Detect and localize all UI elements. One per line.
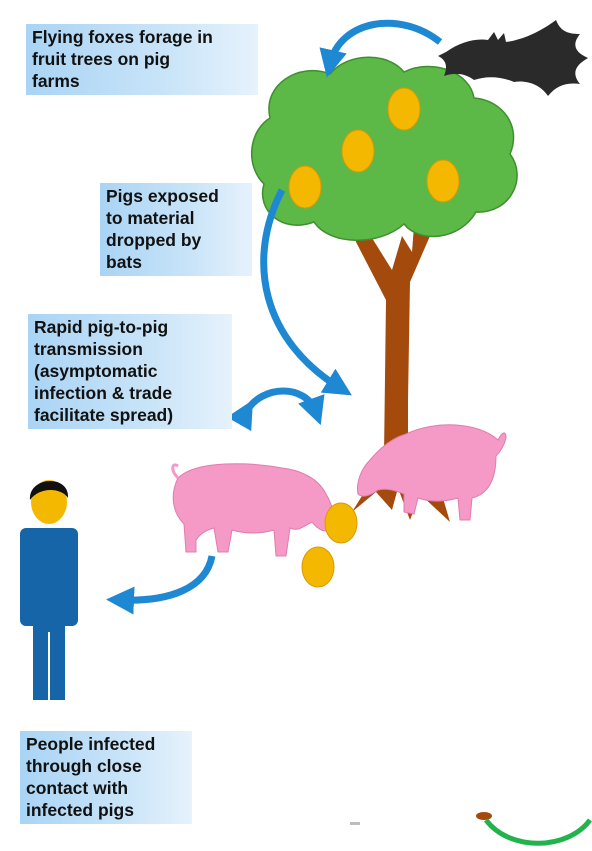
label-line: (asymptomatic — [34, 360, 226, 382]
person-icon — [20, 480, 78, 700]
ground-mark — [350, 822, 360, 825]
label-pig-to-pig-transmission: Rapid pig-to-pig transmission (asymptoma… — [28, 314, 232, 429]
label-line: bats — [106, 251, 246, 273]
label-flying-foxes: Flying foxes forage in fruit trees on pi… — [26, 24, 258, 95]
pig-icon — [358, 425, 507, 520]
person-torso — [20, 528, 78, 626]
label-line: People infected — [26, 733, 186, 755]
label-line: Rapid pig-to-pig — [34, 316, 226, 338]
arrow-icon — [330, 23, 440, 64]
label-line: transmission — [34, 338, 226, 360]
fruit-icon — [325, 503, 357, 543]
label-pigs-exposed: Pigs exposed to material dropped by bats — [100, 183, 252, 276]
label-line: Pigs exposed — [106, 185, 246, 207]
label-line: infected pigs — [26, 799, 186, 821]
label-line: fruit trees on pig — [32, 48, 252, 70]
label-line: to material — [106, 207, 246, 229]
label-line: dropped by — [106, 229, 246, 251]
label-line: farms — [32, 70, 252, 92]
label-line: contact with — [26, 777, 186, 799]
label-line: through close — [26, 755, 186, 777]
arrow-icon — [120, 556, 212, 600]
fruit-icon — [427, 160, 459, 202]
label-line: Flying foxes forage in — [32, 26, 252, 48]
label-people-infected: People infected through close contact wi… — [20, 731, 192, 824]
pig-icon — [173, 464, 334, 556]
tree-canopy — [252, 57, 517, 240]
ground-mark — [476, 812, 492, 820]
green-arc — [486, 820, 590, 843]
arrow-icon — [246, 391, 316, 412]
label-line: infection & trade — [34, 382, 226, 404]
fruit-icon — [388, 88, 420, 130]
fruit-icon — [342, 130, 374, 172]
label-line: facilitate spread) — [34, 404, 226, 426]
fruit-icon — [302, 547, 334, 587]
fruit-icon — [289, 166, 321, 208]
